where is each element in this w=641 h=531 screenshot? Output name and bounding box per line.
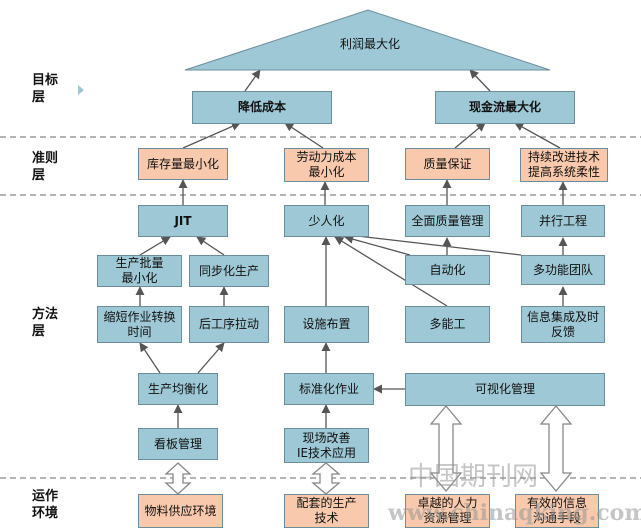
method-multifunction-team: 多功能团队 [521, 255, 605, 285]
arrows [135, 69, 568, 428]
goal-reduce-cost: 降低成本 [192, 91, 332, 124]
watermark-cn: 中国期刊网 [408, 462, 539, 492]
level-pointer [78, 85, 84, 95]
method-setup-time: 缩短作业转换 时间 [97, 306, 182, 343]
env-hr-management: 卓越的人力 资源管理 [405, 494, 490, 528]
level-label-env: 运作 环境 [32, 489, 59, 521]
method-standard-work: 标准化作业 [284, 373, 374, 405]
double-arrows [164, 404, 573, 495]
method-automation: 自动化 [405, 255, 490, 285]
method-shaorenhua: 少人化 [284, 205, 369, 237]
criteria-continuous-improvement: 持续改进技术 提高系统柔性 [520, 148, 608, 182]
method-concurrent-engineering: 并行工程 [521, 205, 605, 237]
watermark-url: www.chinaqking.com [388, 500, 641, 526]
method-info-feedback: 信息集成及时 反馈 [521, 306, 605, 343]
method-tqm: 全面质量管理 [405, 205, 490, 237]
goal-top-triangle [184, 9, 551, 71]
method-jit: JIT [138, 205, 228, 237]
method-multiskill: 多能工 [405, 306, 490, 343]
env-material-supply: 物料供应环境 [138, 494, 223, 528]
level-label-method: 方法 层 [32, 307, 59, 339]
method-pull: 后工序拉动 [189, 306, 269, 343]
method-sync-production: 同步化生产 [189, 255, 269, 287]
method-visual-management: 可视化管理 [405, 373, 605, 406]
env-production-tech: 配套的生产 技术 [284, 494, 369, 528]
level-label-criteria: 准则 层 [32, 151, 59, 183]
method-kanban: 看板管理 [138, 428, 218, 460]
criteria-inventory-min: 库存量最小化 [138, 148, 228, 180]
method-leveling: 生产均衡化 [138, 373, 218, 405]
level-label-goal: 目标 层 [32, 73, 59, 105]
method-kaizen-ie: 现场改善 IE技术应用 [284, 428, 369, 463]
criteria-quality: 质量保证 [405, 148, 490, 180]
method-batch-min: 生产批量 最小化 [97, 255, 182, 287]
method-layout: 设施布置 [284, 306, 369, 343]
goal-cashflow-max: 现金流最大化 [435, 91, 575, 124]
goal-profit-max: 利润最大化 [339, 36, 400, 51]
criteria-labor-cost-min: 劳动力成本 最小化 [284, 148, 369, 182]
env-info-communication: 有效的信息 沟通手段 [515, 494, 599, 528]
